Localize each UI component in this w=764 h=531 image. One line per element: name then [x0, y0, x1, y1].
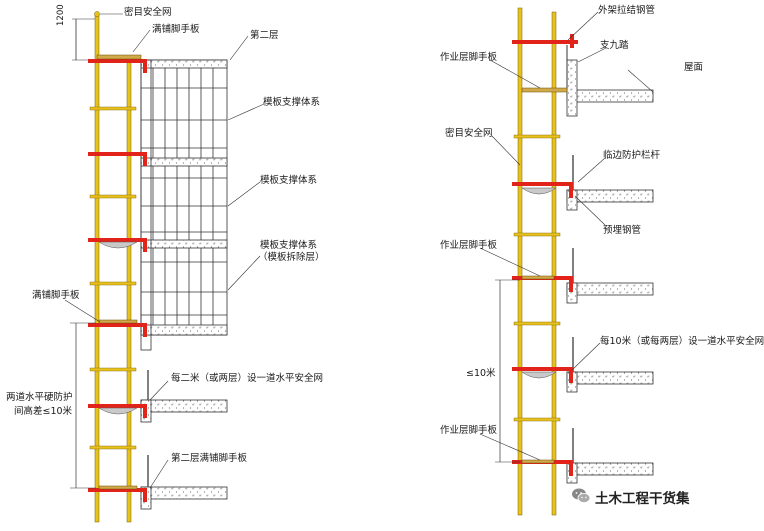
slab: [140, 239, 228, 249]
label-roof: 屋面: [684, 62, 704, 73]
slab: [566, 462, 654, 476]
column: [140, 59, 152, 351]
watermark: 土木工程干货集: [565, 485, 747, 507]
roof-slab: [566, 89, 654, 103]
dimension-label-1200: 1200: [56, 4, 66, 26]
scaffold-pole-outer: [517, 7, 523, 516]
label-full-platform-2: 满铺脚手板: [32, 290, 80, 301]
slab: [566, 371, 654, 385]
slab: [566, 189, 654, 203]
slab: [140, 399, 228, 413]
label-embedded-pipe: 预埋钢管: [603, 225, 642, 236]
label-spacing-line1: 两道水平硬防护: [6, 392, 73, 403]
label-work-platform-1: 作业层脚手板: [440, 52, 498, 63]
label-second-layer-platform: 第二层满铺脚手板: [171, 453, 248, 464]
platforms: [521, 87, 568, 464]
formwork-support-frame: [140, 59, 228, 336]
scaffold-pole-outer: [94, 13, 100, 523]
label-second-floor: 第二层: [250, 30, 279, 41]
scaffold-ledgers: [89, 106, 137, 450]
scaffold-pole-inner: [551, 11, 557, 516]
label-work-platform-3: 作业层脚手板: [440, 425, 498, 436]
label-net-every-two-floors-left: 每二米（或两层）设一道水平安全网: [171, 373, 324, 384]
slab: [140, 157, 228, 167]
label-support: 支九踏: [600, 40, 629, 51]
slab: [140, 486, 228, 500]
watermark-text: 土木工程干货集: [595, 491, 690, 507]
left-scaffold: [64, 11, 265, 523]
label-top-safety-net: 密目安全网: [124, 7, 172, 18]
leader-lines: [64, 13, 265, 489]
label-net-every-two-floors-right: 每10米（或每两层）设一道水平安全网: [600, 336, 764, 347]
slab: [140, 324, 228, 336]
tie-pipes: [88, 59, 147, 502]
slab: [566, 282, 654, 296]
slab: [140, 59, 228, 69]
label-formwork-support-3-line1: 模板支撑体系: [260, 240, 318, 251]
label-top-safety-net-right: 密目安全网: [445, 128, 493, 139]
platforms: [96, 54, 142, 490]
safety-nets: [521, 187, 557, 379]
safety-nets: [98, 241, 138, 415]
label-spacing-line2: 间高差≤10米: [14, 406, 73, 417]
label-full-platform: 满铺脚手板: [152, 24, 200, 35]
scaffolding-drawing: [64, 7, 654, 523]
label-edge-guardrail: 临边防护栏杆: [603, 150, 661, 161]
scaffold-pole-inner: [126, 55, 132, 523]
right-scaffold: [479, 7, 654, 516]
label-formwork-support-3-line2: （模板拆除层）: [258, 252, 325, 263]
label-formwork-support-1: 模板支撑体系: [263, 97, 321, 108]
scaffold-ledgers: [513, 134, 561, 422]
label-formwork-support-2: 模板支撑体系: [260, 175, 318, 186]
leader-lines: [479, 11, 654, 461]
wechat-icon: [572, 488, 591, 503]
label-spacing-right: ≤10米: [466, 368, 496, 379]
label-work-platform-2: 作业层脚手板: [440, 240, 498, 251]
scaffolding-diagram: 1200 密目安全网 满铺脚手板 第二层 模板支撑体系 模板支撑体系 模板支撑体…: [6, 4, 764, 523]
label-outer-tie-pipe: 外架拉结钢管: [598, 5, 656, 16]
